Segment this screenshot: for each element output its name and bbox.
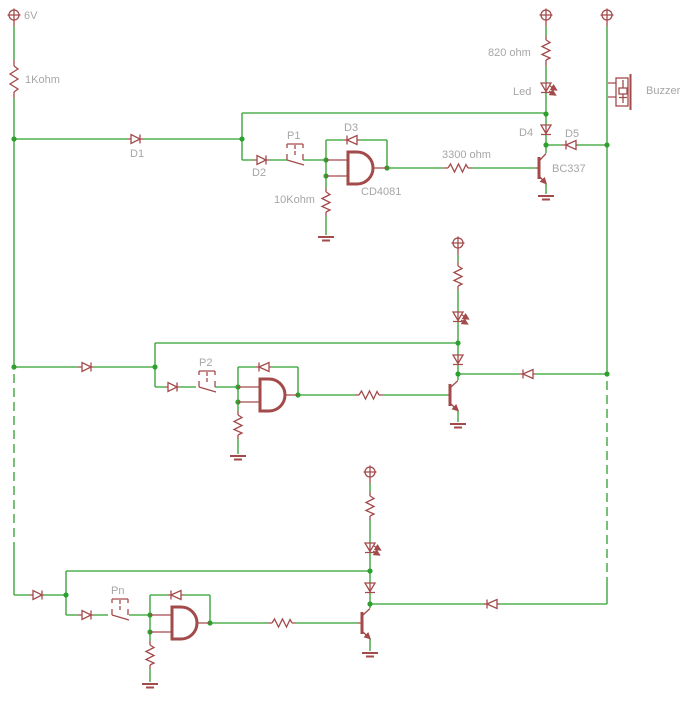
diode-d1: [127, 133, 144, 145]
label-diode-d4: D4: [519, 127, 533, 139]
label-buzzer: Buzzer: [646, 85, 681, 97]
label-pushbutton-p1: P1: [287, 130, 300, 142]
transistor-3: [358, 608, 372, 640]
resistor-base-2: [355, 389, 383, 401]
supply-flag-led1: [539, 8, 553, 26]
and-gate-3: [150, 605, 210, 641]
ground-10k-2: [230, 455, 246, 461]
led-3: [363, 542, 382, 556]
junction-dots: [11, 111, 610, 635]
pushbutton-p1: [286, 143, 305, 166]
label-diode-d3: D3: [344, 122, 358, 134]
transistor-2: [448, 380, 460, 412]
resistor-base-3: [268, 617, 296, 629]
label-pushbutton-p2: P2: [199, 357, 212, 369]
supply-flag-6v: [7, 8, 21, 26]
diode-d5: [562, 139, 578, 151]
label-resistor-1kohm: 1Kohm: [25, 74, 60, 86]
supply-flag-led3: [363, 465, 377, 483]
diode-collector-3: [484, 598, 499, 610]
diode-stage3-input: [29, 589, 44, 601]
resistor-supply-2: [452, 262, 464, 290]
diode-stage2-input: [78, 361, 93, 373]
label-diode-d1: D1: [130, 148, 144, 160]
ground-emitter-2: [450, 423, 466, 429]
buzzer-symbol: [608, 74, 632, 110]
label-resistor-820ohm: 820 ohm: [488, 47, 531, 59]
diode-stage3-button: [78, 609, 93, 621]
label-ic-cd4081: CD4081: [361, 186, 401, 198]
resistor-supply-3: [364, 492, 376, 520]
label-diode-d2: D2: [252, 167, 266, 179]
resistor-10kohm-2: [232, 411, 244, 439]
diode-feedback-2: [256, 361, 271, 373]
diode-stage2-button: [166, 381, 179, 393]
label-supply-6v: 6V: [24, 10, 38, 22]
pushbutton-p2: [198, 370, 217, 393]
resistor-10kohm-1: [320, 188, 332, 216]
label-resistor-10kohm: 10Kohm: [274, 194, 315, 206]
wires-solid: [13, 26, 608, 682]
diode-collector-2: [520, 368, 535, 380]
resistor-3300ohm: [444, 162, 472, 174]
diode-d2: [253, 154, 270, 166]
diode-d4-stage3: [363, 582, 377, 594]
diode-feedback-3: [168, 589, 183, 601]
diode-d4: [539, 124, 553, 136]
resistor-820ohm: [540, 36, 552, 66]
and-gate-2: [238, 377, 298, 413]
wires-dashed-continuation: [13, 374, 608, 578]
resistor-1kohm: [8, 60, 20, 98]
label-led: Led: [513, 86, 531, 98]
labels: 6V 1Kohm D1 D2 P1 D3 CD4081 10Kohm 3300 …: [24, 10, 681, 597]
diode-d3: [344, 134, 359, 146]
ground-10k-1: [318, 236, 334, 242]
supply-flag-buzzer: [600, 8, 614, 26]
ground-emitter-3: [362, 652, 378, 658]
led-1: [539, 82, 558, 96]
resistor-10kohm-3: [144, 641, 156, 669]
ground-10k-3: [142, 683, 158, 689]
pushbutton-pn: [111, 598, 130, 621]
diode-d4-stage2: [451, 354, 465, 366]
transistor-bc337-1: [536, 153, 547, 185]
supply-flag-led2: [451, 236, 465, 255]
and-gate-1: [326, 150, 387, 186]
ground-emitter-1: [538, 195, 554, 201]
label-diode-d5: D5: [565, 128, 579, 140]
label-resistor-3300ohm: 3300 ohm: [442, 149, 491, 161]
led-2: [451, 311, 470, 325]
label-pushbutton-pn: Pn: [111, 585, 124, 597]
label-transistor-bc337: BC337: [552, 163, 586, 175]
